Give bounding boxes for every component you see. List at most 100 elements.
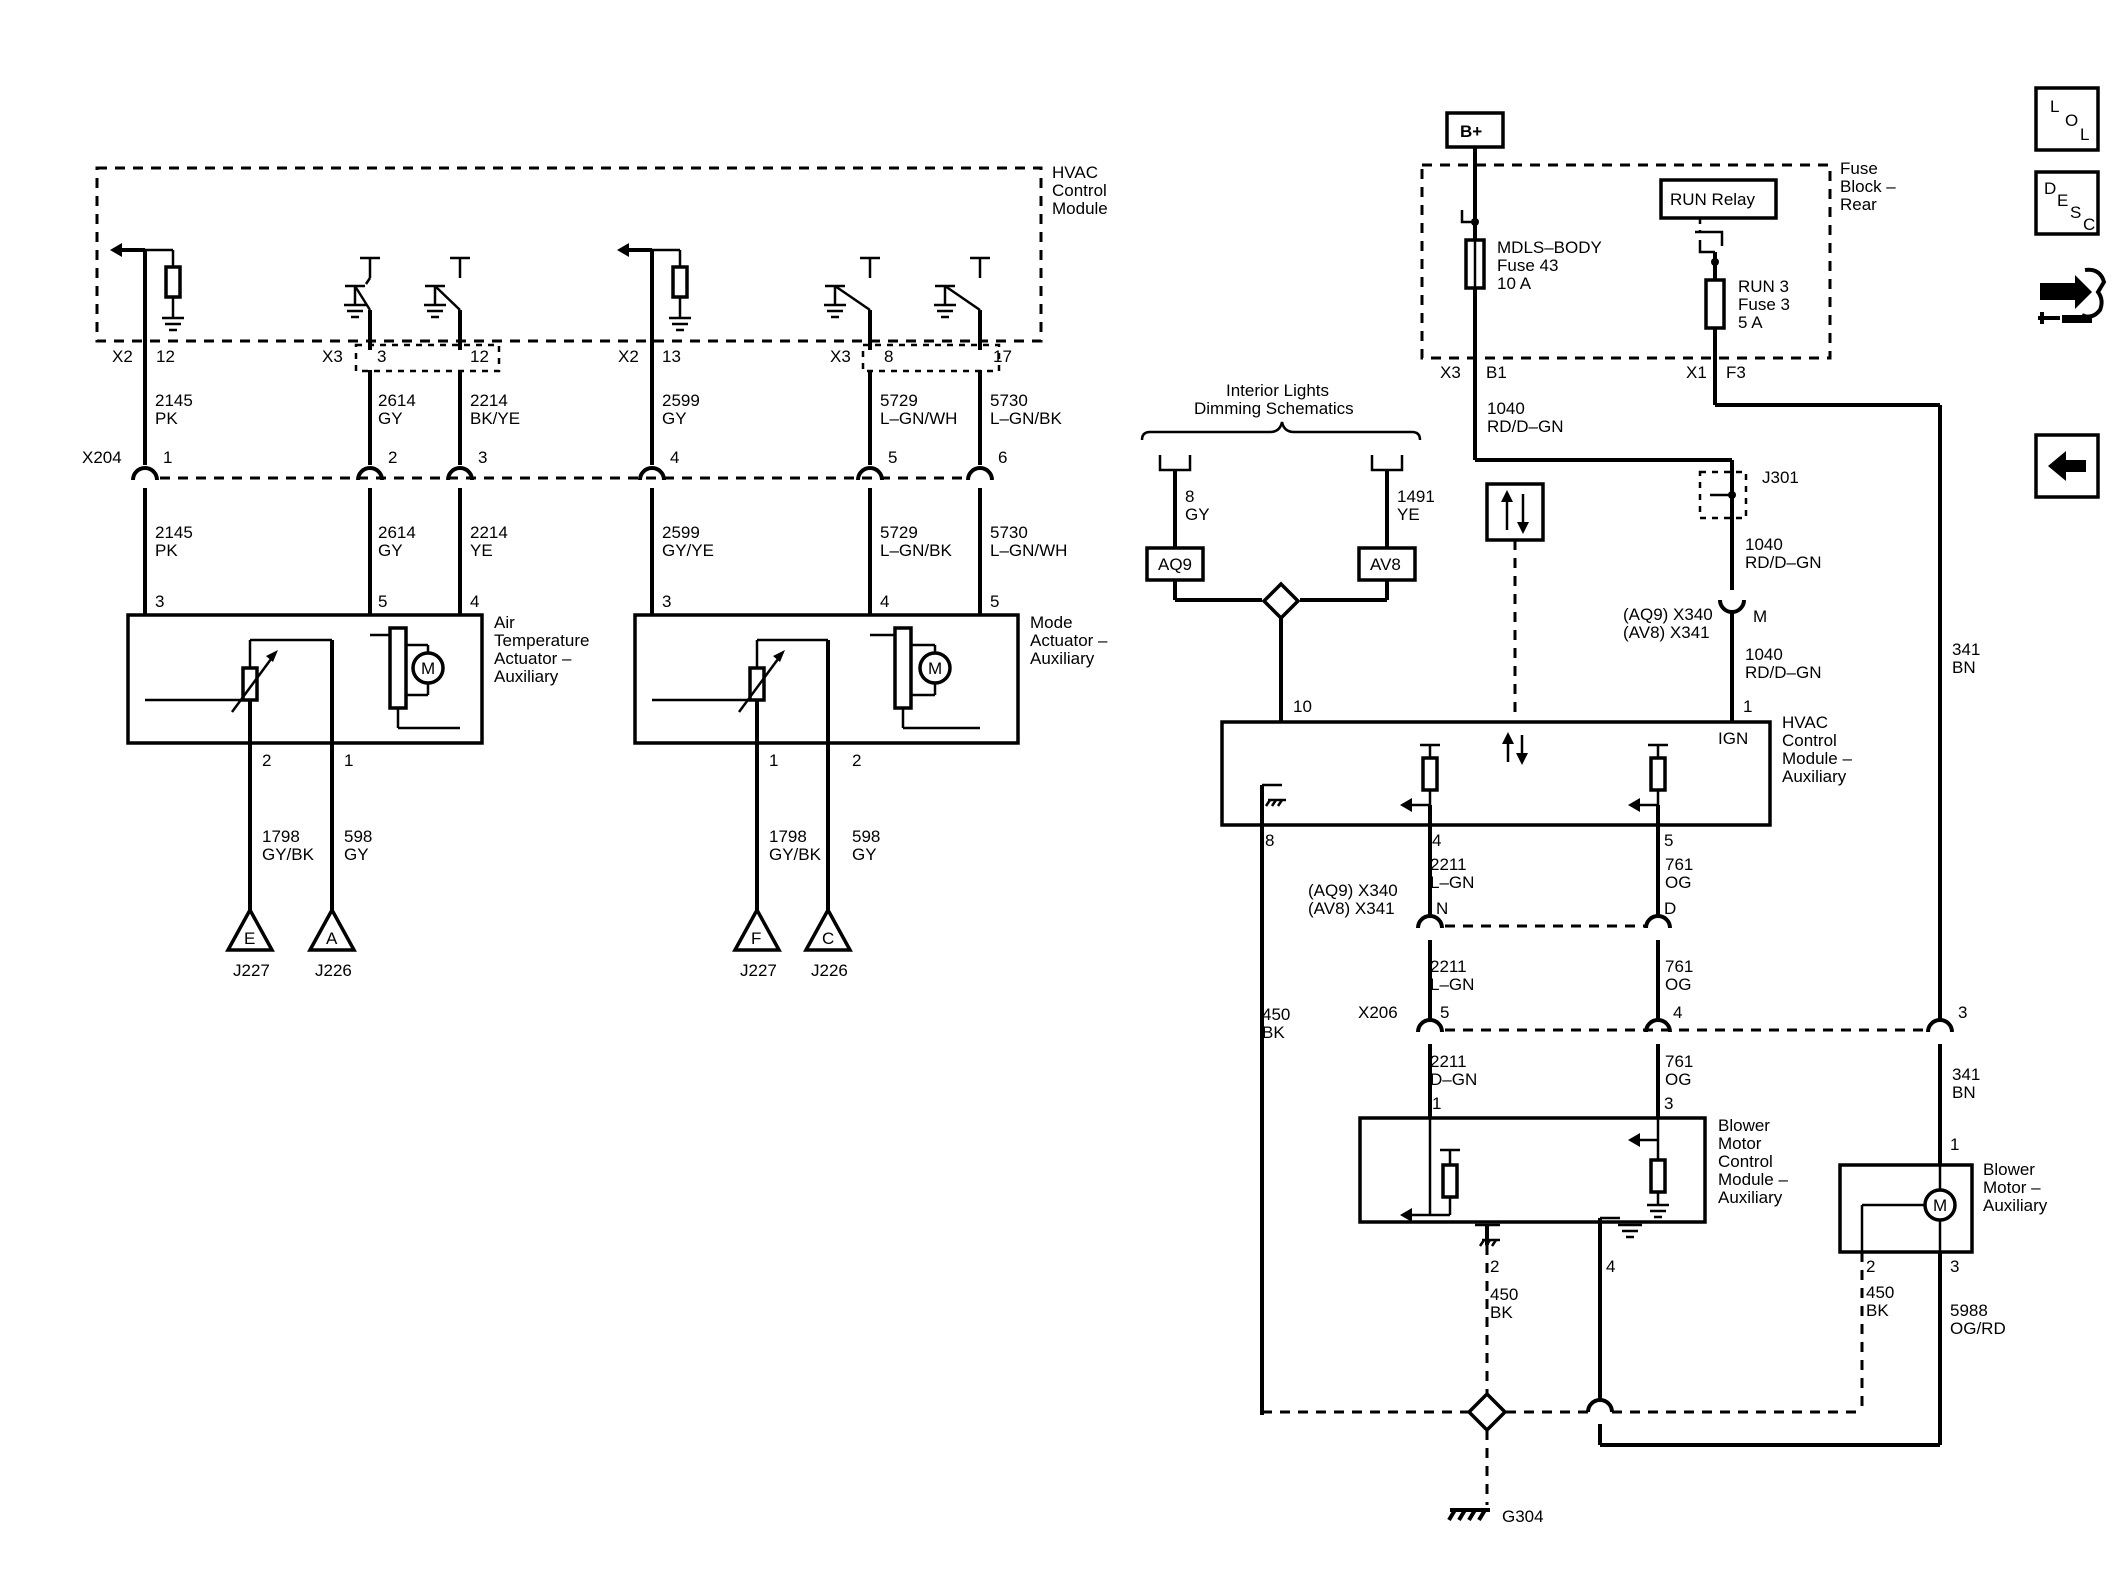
pin-label: F3 xyxy=(1726,363,1746,382)
back-button[interactable] xyxy=(2034,433,2100,499)
wire-5729-color: L–GN/WH xyxy=(880,409,957,428)
connector-x204-label: X204 xyxy=(82,448,122,467)
air-actuator-label-4: Auxiliary xyxy=(494,667,559,686)
pin-label: 1 xyxy=(344,751,353,770)
bmcm-label-2: Motor xyxy=(1718,1134,1762,1153)
pin-label: 2 xyxy=(388,448,397,467)
wire-2214-number: 2214 xyxy=(470,391,508,410)
pin-label: 1 xyxy=(1743,697,1752,716)
nav-letter: O xyxy=(2065,111,2078,130)
wire-2599-color: GY/YE xyxy=(662,541,714,560)
splice-letter: F xyxy=(751,929,761,948)
description-button[interactable]: D E S C xyxy=(2034,170,2100,236)
wire-2211-number: 2211 xyxy=(1430,855,1467,874)
wire-341-color: BN xyxy=(1952,658,1976,677)
resistor-icon xyxy=(1649,756,1667,792)
fuse-block-label-1: Fuse xyxy=(1840,159,1878,178)
splice-j227-f: F J227 xyxy=(732,906,782,980)
wire-761-color: OG xyxy=(1665,975,1691,994)
resistor-icon xyxy=(1421,756,1439,792)
pin-label: M xyxy=(1753,607,1767,626)
wire-1040-color: RD/D–GN xyxy=(1745,553,1822,572)
pin-label: 3 xyxy=(1958,1003,1967,1022)
pin-label: 3 xyxy=(662,592,671,611)
wire-2599-number: 2599 xyxy=(662,391,700,410)
pin-label: N xyxy=(1436,899,1448,918)
wire-5988-color: OG/RD xyxy=(1950,1319,2006,1338)
wire-341-number: 341 xyxy=(1952,1065,1980,1084)
fuse-icon xyxy=(1704,278,1726,330)
splice-j226-c: C J226 xyxy=(803,906,853,980)
chassis-ground-icon xyxy=(1276,799,1284,807)
air-actuator-label-1: Air xyxy=(494,613,515,632)
blower-motor-auxiliary: M xyxy=(1838,1163,1974,1254)
wire-761-color: OG xyxy=(1665,1070,1691,1089)
pin-label: 3 xyxy=(1950,1257,1959,1276)
pin-label: 3 xyxy=(1664,1094,1673,1113)
fuse-block-label-2: Block – xyxy=(1840,177,1896,196)
pin-label: 2 xyxy=(1490,1257,1499,1276)
repair-procedure-button[interactable]: repair-procedure xyxy=(2038,267,2107,324)
wire-5729-number: 5729 xyxy=(880,523,918,542)
wire-450-number: 450 xyxy=(1866,1283,1894,1302)
ground-g304-label: G304 xyxy=(1502,1507,1544,1526)
fuse43-label-2: Fuse 43 xyxy=(1497,256,1558,275)
pin-label: 4 xyxy=(880,592,889,611)
pin-label: 1 xyxy=(1950,1135,1959,1154)
bmcm-label-3: Control xyxy=(1718,1152,1773,1171)
option-av8-label: AV8 xyxy=(1370,555,1401,574)
nav-letter: D xyxy=(2044,179,2056,198)
connector-x340-label: (AQ9) X340 xyxy=(1623,605,1713,624)
wire-2614-color: GY xyxy=(378,541,403,560)
motor-winding-icon xyxy=(893,626,913,710)
pin-label: 5 xyxy=(888,448,897,467)
pin-label: 1 xyxy=(1432,1094,1441,1113)
wire-8-number: 8 xyxy=(1185,487,1194,506)
wire-2145-color: PK xyxy=(155,409,178,428)
wire-2599-color: GY xyxy=(662,409,687,428)
splice-letter: A xyxy=(326,929,338,948)
wire-598-color: GY xyxy=(344,845,369,864)
wire-2614-number: 2614 xyxy=(378,391,416,410)
fuse43-label-1: MDLS–BODY xyxy=(1497,238,1602,257)
connector-x3-label: X3 xyxy=(322,347,343,366)
mode-actuator: M xyxy=(633,613,1020,925)
nav-letter: L xyxy=(2080,125,2089,144)
location-view-button[interactable]: L O L xyxy=(2034,86,2100,152)
mode-actuator-label-3: Auxiliary xyxy=(1030,649,1095,668)
wire-1491-number: 1491 xyxy=(1397,487,1435,506)
air-temperature-actuator: M xyxy=(126,613,484,925)
hvac-sensor-circuit-2 xyxy=(617,243,691,350)
connector-x340-label: (AQ9) X340 xyxy=(1308,881,1398,900)
interior-lights-label-1: Interior Lights xyxy=(1226,381,1329,400)
chassis-ground-icon xyxy=(1490,1239,1498,1247)
pin-label: 5 xyxy=(990,592,999,611)
wire-761-number: 761 xyxy=(1665,1052,1693,1071)
pin-label: 1 xyxy=(163,448,172,467)
pin-label: 8 xyxy=(884,347,893,366)
wire-1040-route xyxy=(1475,458,1748,722)
pin-label: 4 xyxy=(1673,1003,1682,1022)
wire-1040-number: 1040 xyxy=(1487,399,1525,418)
hvac-control-module-boundary: HVAC Control Module xyxy=(95,163,1108,343)
wire-450-number: 450 xyxy=(1490,1285,1518,1304)
wire-1798-number: 1798 xyxy=(769,827,807,846)
pin-label: 5 xyxy=(1440,1003,1449,1022)
resistor-icon xyxy=(164,265,182,299)
arrow-left-icon xyxy=(2048,451,2086,481)
hvac-aux-label-3: Module – xyxy=(1782,749,1852,768)
wire-1798-color: GY/BK xyxy=(769,845,822,864)
pin-label: 2 xyxy=(1866,1257,1875,1276)
wire-2211-number: 2211 xyxy=(1430,957,1467,976)
motor-symbol: M xyxy=(1933,1196,1947,1215)
upper-harness-wires xyxy=(143,350,982,465)
hvac-aux-label-4: Auxiliary xyxy=(1782,767,1847,786)
ground-wiring xyxy=(1260,1245,1942,1522)
option-diamond-icon xyxy=(1261,581,1301,621)
wire-341-number: 341 xyxy=(1952,640,1980,659)
pin-label: 6 xyxy=(998,448,1007,467)
hvac-sensor-circuit-1 xyxy=(110,243,184,350)
pin-label: 1 xyxy=(769,751,778,770)
resistor-icon xyxy=(1649,1158,1667,1194)
